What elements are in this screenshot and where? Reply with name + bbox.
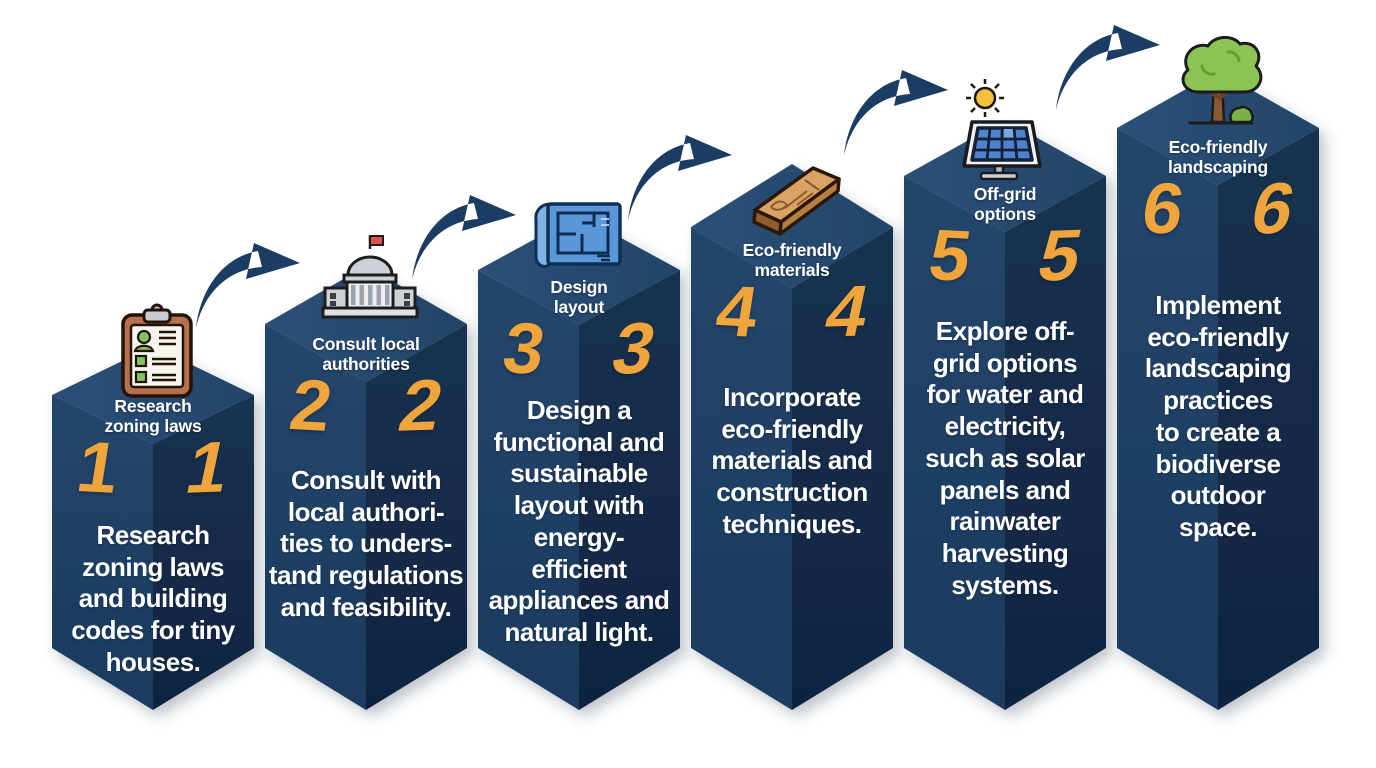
arrow-step4-to-step5: [844, 70, 948, 155]
pillar-3-top-face: [478, 215, 680, 325]
pillar-5: [904, 120, 1106, 710]
arrow-step3-to-step4: [628, 135, 732, 220]
pillar-1-left-face: [52, 395, 153, 710]
pillar-1: [52, 346, 254, 710]
solar-panel-icon: [962, 79, 1042, 181]
pillar-2-right-face: [366, 324, 467, 710]
pillar-4-left-face: [691, 227, 792, 710]
wood-plank-icon: [752, 166, 841, 236]
pillar-4: [691, 164, 893, 710]
pillar-6: [1117, 71, 1319, 710]
pillar-3: [478, 215, 680, 710]
sun-icon: [966, 79, 1004, 117]
pillar-5-right-face: [1005, 176, 1106, 710]
clipboard-checklist-icon: [121, 303, 193, 398]
pillar-2-left-face: [265, 324, 366, 710]
pillar-2: [265, 266, 467, 710]
pillar-5-left-face: [904, 176, 1005, 710]
government-building-icon: [321, 235, 419, 319]
pillar-3-right-face: [579, 270, 680, 710]
arrow-step5-to-step6: [1056, 25, 1160, 110]
pillar-6-left-face: [1117, 128, 1218, 710]
tree-icon: [1181, 36, 1263, 125]
blueprint-icon: [534, 202, 622, 268]
pillar-6-right-face: [1218, 128, 1319, 710]
pillar-1-right-face: [153, 395, 254, 710]
pillar-6-top-face: [1117, 71, 1319, 185]
pillar-4-right-face: [792, 227, 893, 710]
pillar-3-left-face: [478, 270, 579, 710]
